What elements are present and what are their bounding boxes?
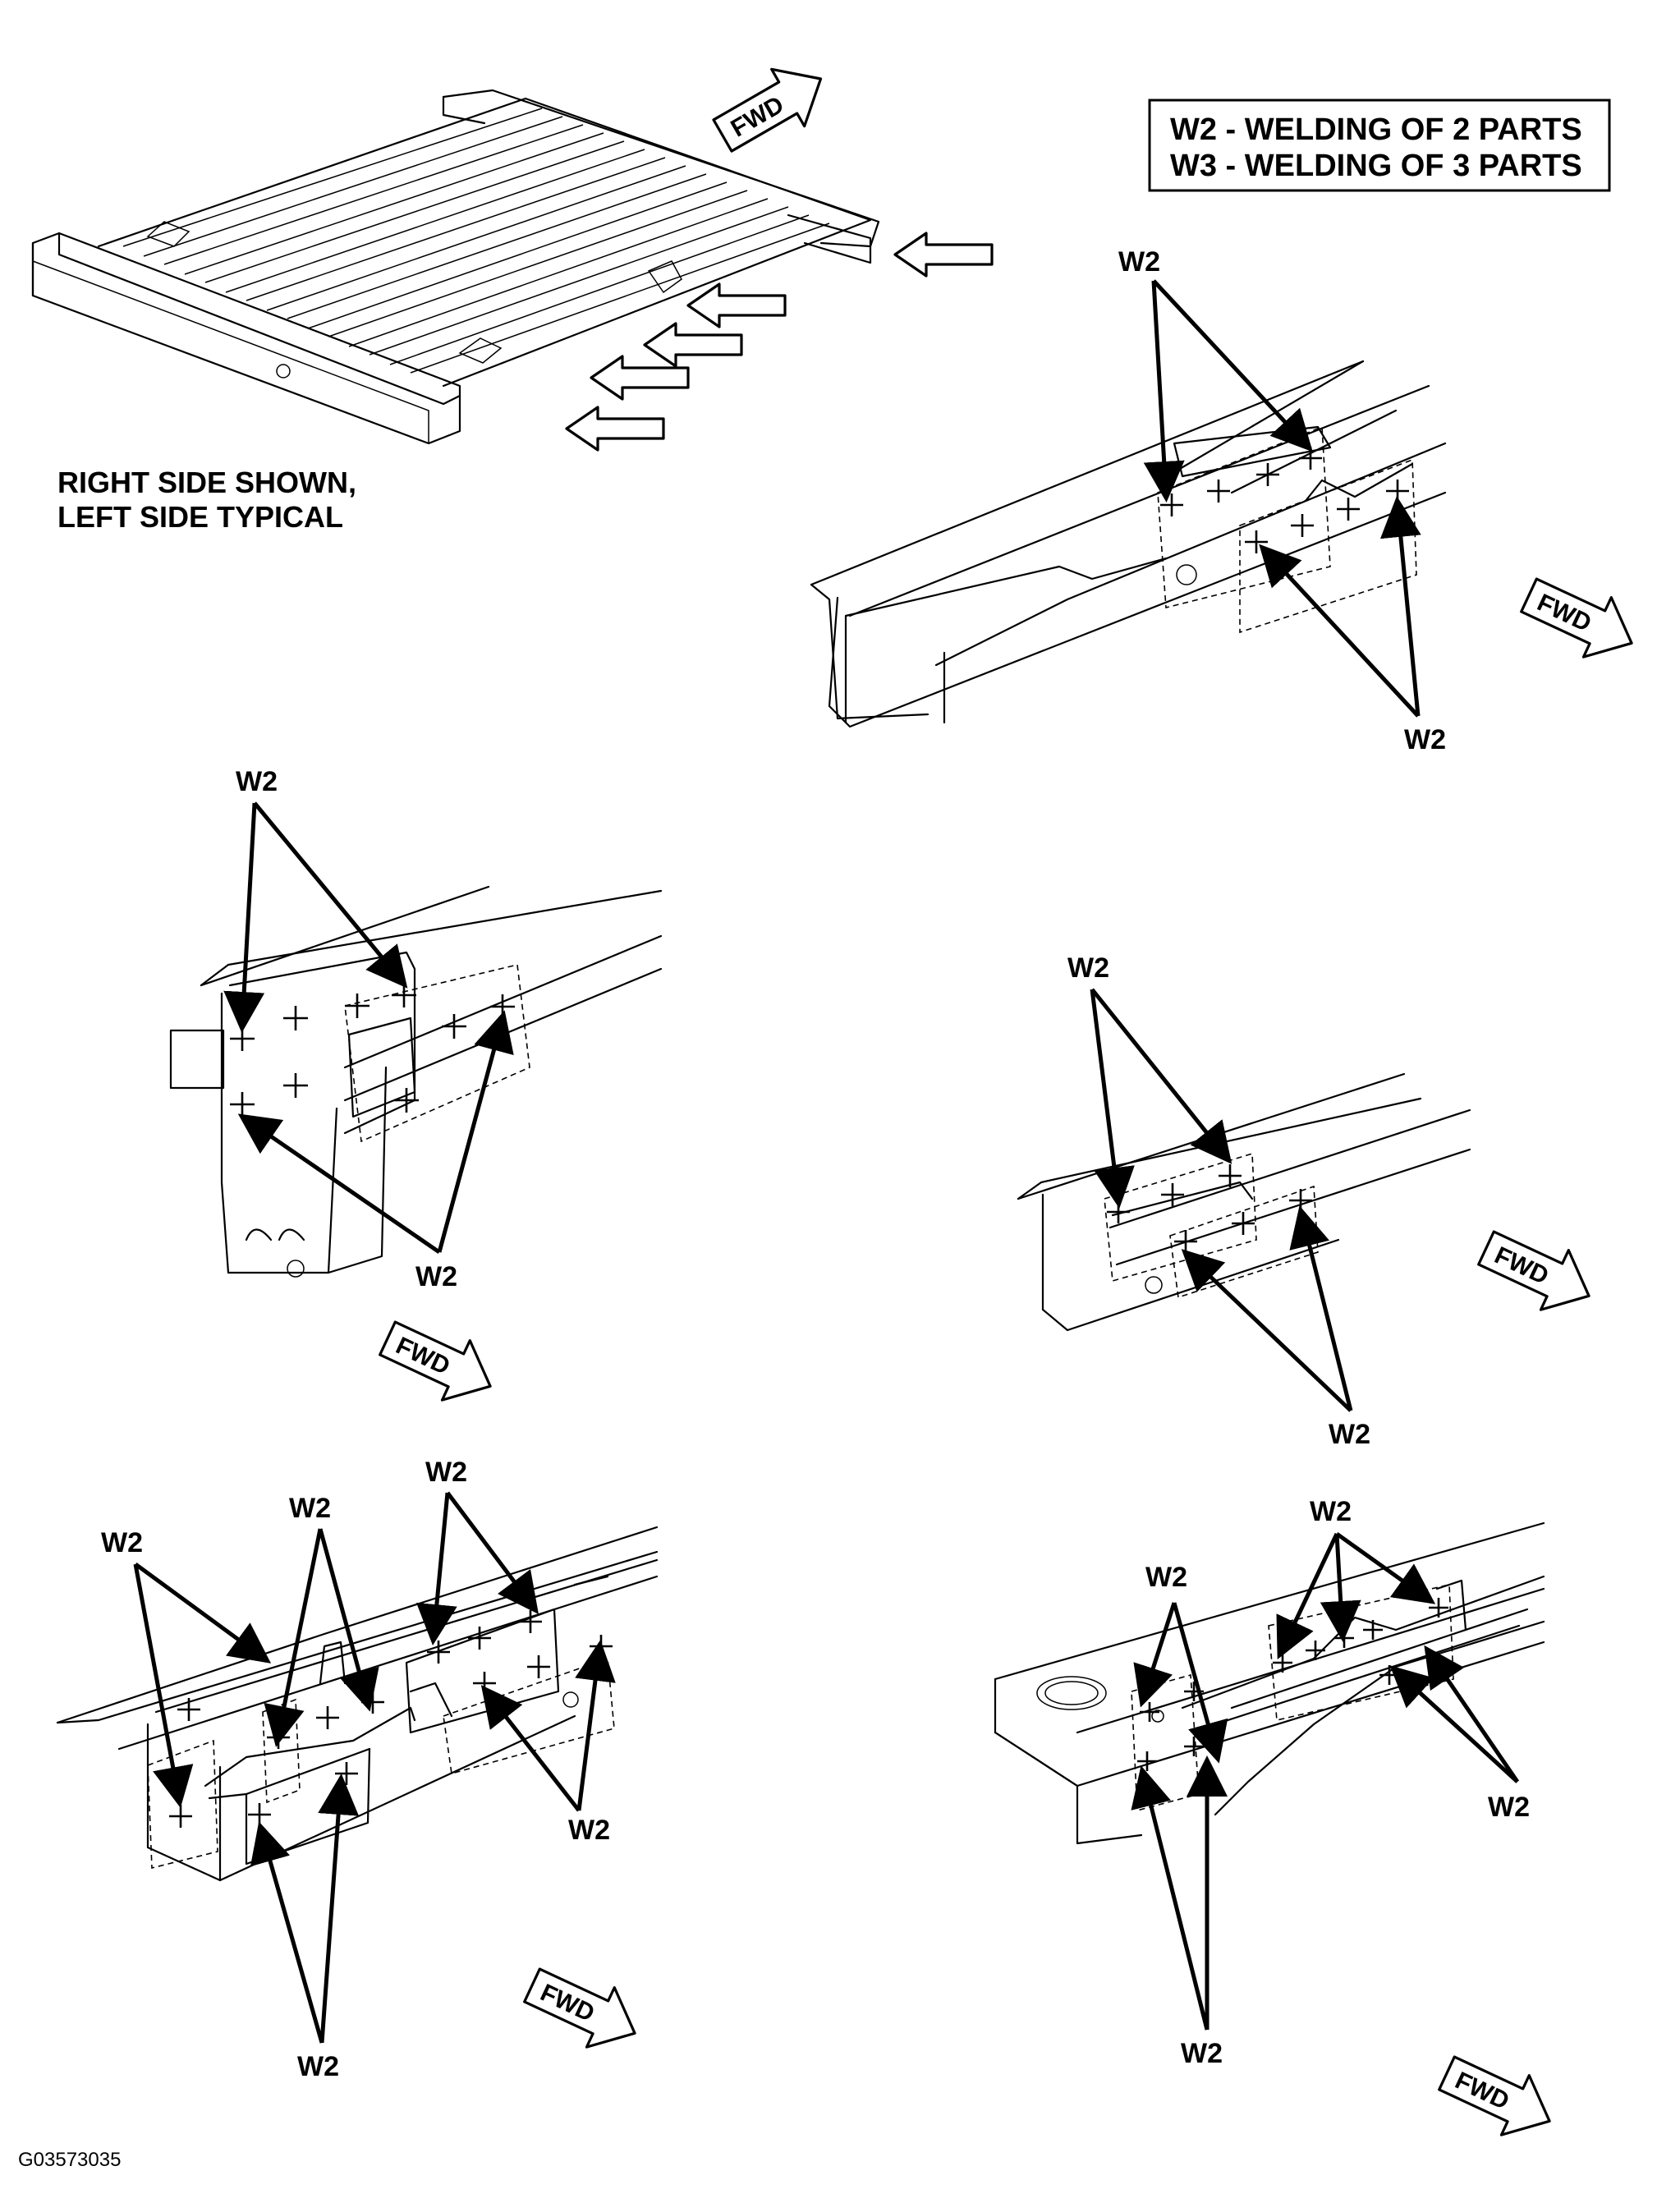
fwd-arrow-d: FWD xyxy=(516,1954,650,2065)
legend-w3: W3 - WELDING OF 3 PARTS xyxy=(1170,149,1582,183)
w2-label-d1: W2 xyxy=(101,1527,143,1558)
w2-label-b1: W2 xyxy=(236,766,278,797)
w2-label-d2: W2 xyxy=(289,1493,331,1524)
w2-label-e4: W2 xyxy=(1181,2038,1223,2069)
detail-d-frame-rail xyxy=(56,1526,659,1882)
w2-label-e1: W2 xyxy=(1145,1562,1187,1593)
detail-a-welds xyxy=(1160,447,1409,553)
fwd-arrow-c: FWD xyxy=(1471,1217,1604,1328)
w2-label-e3: W2 xyxy=(1488,1792,1530,1823)
fwd-arrow-overview: FWD xyxy=(705,48,839,166)
detail-c-leaders xyxy=(1090,988,1353,1412)
overview-cargo-floor xyxy=(31,89,994,452)
w2-label-d4: W2 xyxy=(568,1815,610,1846)
w2-label-b2: W2 xyxy=(415,1261,457,1292)
detail-c-frame-rail xyxy=(1017,1072,1471,1332)
fwd-arrow-b: FWD xyxy=(372,1307,506,1418)
overview-note-line2: LEFT SIDE TYPICAL xyxy=(57,500,343,534)
detail-e-frame-rail xyxy=(994,1521,1545,1845)
detail-e-leaders xyxy=(1131,1531,1520,2031)
fwd-arrow-e: FWD xyxy=(1431,2042,1565,2153)
detail-c-welds xyxy=(1107,1164,1312,1253)
figure-code: G03573035 xyxy=(18,2149,121,2171)
w2-label-a2: W2 xyxy=(1404,724,1446,755)
detail-b-leaders xyxy=(223,801,514,1255)
w2-label-e2: W2 xyxy=(1310,1496,1352,1527)
legend-w2: W2 - WELDING OF 2 PARTS xyxy=(1170,112,1582,147)
detail-a-leaders xyxy=(1143,279,1421,718)
w2-label-c1: W2 xyxy=(1067,952,1109,984)
legend-box: W2 - WELDING OF 2 PARTS W3 - WELDING OF … xyxy=(1148,99,1611,192)
fwd-arrow-a: FWD xyxy=(1513,564,1647,675)
w2-label-d5: W2 xyxy=(297,2051,339,2082)
w2-label-a1: W2 xyxy=(1118,246,1160,278)
detail-b-welds xyxy=(230,983,515,1117)
overview-note-line1: RIGHT SIDE SHOWN, xyxy=(57,466,356,499)
detail-b-frame-rail xyxy=(169,885,663,1278)
w2-label-d3: W2 xyxy=(425,1457,467,1488)
detail-a-frame-rail xyxy=(810,360,1447,728)
w2-label-c2: W2 xyxy=(1329,1419,1370,1450)
detail-d-leaders xyxy=(133,1491,616,2044)
